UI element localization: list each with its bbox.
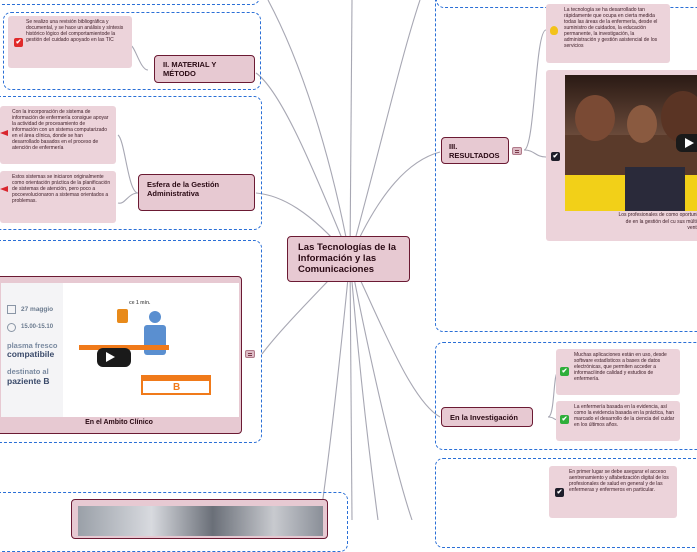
check-green-icon: ✔ — [560, 367, 569, 376]
investigacion-note-1: Muchas aplicaciones están en uso, desde … — [556, 349, 680, 395]
bottom-right-note: En primer lugar se debe asegurar el acce… — [549, 466, 677, 518]
resultados-caption: Los profesionales de como oportunidad de… — [618, 212, 697, 231]
resultados-title: III. RESULTADOS — [449, 142, 500, 160]
bottom-left-node[interactable] — [71, 499, 328, 539]
zone-material — [3, 12, 261, 90]
gestion-note-2: Estos sistemas se iniciaron originalment… — [0, 171, 116, 223]
zone-gestion — [0, 96, 262, 230]
bottom-left-image — [78, 506, 323, 536]
central-topic-title: Las Tecnologías de la Información y las … — [298, 242, 397, 275]
material-note: Se realizo una revisión bibliográfica y … — [8, 16, 132, 68]
person-body — [144, 325, 166, 355]
blood-bag-icon — [117, 309, 128, 323]
clock-icon — [7, 323, 16, 332]
resultados-note: La tecnología se ha desarrollado tan ráp… — [546, 4, 670, 63]
check-red-icon: ✔ — [14, 38, 23, 47]
central-topic[interactable]: Las Tecnologías de la Información y las … — [287, 236, 410, 282]
zone-top-left — [0, 0, 260, 5]
check-green-icon: ✔ — [560, 415, 569, 424]
lightbulb-icon — [550, 26, 558, 35]
material-title: II. MATERIAL Y MÉTODO — [163, 60, 217, 78]
gestion-node[interactable]: Esfera de la Gestión Administrativa — [138, 174, 255, 211]
check-dark-icon: ✔ — [555, 488, 564, 497]
check-dark-icon: ✔ — [551, 152, 560, 161]
play-icon[interactable] — [676, 134, 697, 152]
bed-right — [141, 375, 211, 381]
investigacion-note-2: La enfermería basada en la evidencia, as… — [556, 401, 680, 441]
material-node[interactable]: II. MATERIAL Y MÉTODO — [154, 55, 255, 83]
gestion-note-1: Con la incorporación de sistema de infor… — [0, 106, 116, 164]
calendar-icon — [7, 305, 16, 314]
flag-red-icon — [0, 186, 8, 192]
resultados-node[interactable]: III. RESULTADOS — [441, 137, 509, 164]
person-figure — [149, 311, 161, 323]
resultados-photo[interactable] — [565, 75, 697, 211]
clinico-video[interactable]: 27 maggio 15.00-15.10 plasma fresco comp… — [1, 283, 239, 417]
zone-resultados — [435, 0, 697, 332]
zone-investigacion — [435, 342, 697, 450]
flag-red-icon — [0, 130, 8, 136]
collapse-icon[interactable] — [245, 350, 255, 358]
collapse-icon[interactable] — [512, 147, 522, 155]
zone-clinico — [0, 240, 262, 443]
gestion-title: Esfera de la Gestión Administrativa — [147, 180, 220, 198]
clinico-node[interactable]: 27 maggio 15.00-15.10 plasma fresco comp… — [0, 276, 242, 434]
resultados-media: Los profesionales de como oportunidad de… — [546, 70, 697, 241]
play-icon[interactable] — [97, 348, 131, 367]
clinico-title: En el Ambito Clínico — [85, 419, 153, 426]
connector-lines — [117, 0, 559, 520]
bed-shape — [79, 345, 169, 350]
investigacion-node[interactable]: En la Investigación — [441, 407, 533, 427]
bed-right-frame — [141, 381, 211, 395]
investigacion-title: En la Investigación — [450, 413, 518, 422]
